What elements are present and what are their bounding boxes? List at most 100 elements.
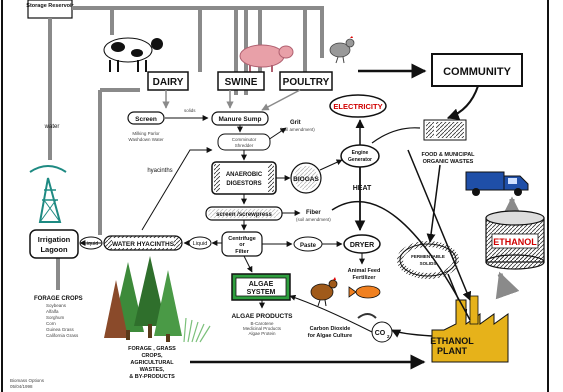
shredder-label: Shredder <box>235 143 254 148</box>
screen-label: Screen <box>135 116 157 123</box>
manure-sump-label: Manure Sump <box>219 116 262 123</box>
waste-to-fermentable-arrow <box>426 164 441 243</box>
anaerobic-label: ANAEROBIC <box>226 172 263 178</box>
comminutor-label: Comminutor <box>232 137 257 142</box>
forage-crop-2: Sorghum <box>46 315 65 320</box>
forage-crops-title: FORAGE CROPS <box>34 296 83 302</box>
paste-label: Paste <box>300 243 317 249</box>
storage-reservoir-label: Storage Reservoir <box>26 3 74 9</box>
fiber-to-plant-line <box>331 200 471 321</box>
algae-products-title: ALGAE PRODUCTS <box>231 313 293 320</box>
screen-node: Screen <box>127 111 165 125</box>
electricity-label: ELECTRICITY <box>333 102 382 111</box>
biogas-to-generator-arrow <box>319 159 343 171</box>
screw-press-label: screen /screwpress <box>216 212 272 218</box>
ethanol-plant-icon: ETHANOL PLANT <box>430 295 509 363</box>
swine-label: SWINE <box>225 77 258 88</box>
forage-crop-4: Guinea Grass <box>46 327 75 332</box>
poultry-box: POULTRY <box>279 71 333 91</box>
plant-to-co2-arrow <box>391 329 433 338</box>
fish-icon <box>348 285 381 299</box>
forage-grass-line-2: CROPS, <box>141 353 163 359</box>
dairy-box: DAIRY <box>147 71 189 91</box>
liquid-right-label: Liquid <box>193 241 208 247</box>
poultry-down-arrow <box>261 89 301 111</box>
water-hyacinths-node: WATER HYACINTHS <box>103 235 183 251</box>
grit-soil-label: (soil amendment) <box>280 127 315 132</box>
biogas-label: BIOGAS <box>293 176 319 183</box>
algae-system-node: ALGAE SYSTEM <box>231 273 291 301</box>
fermentable-solids-node: FERMENTABLE SOLIDS <box>397 241 459 279</box>
fiber-soil-label: (soil amendment) <box>296 217 331 222</box>
waste-to-generator-line <box>371 127 421 144</box>
shrimp-icon <box>357 313 377 319</box>
forage-grass-block: FORAGE , GRASS CROPS, AGRICULTURAL WASTE… <box>128 346 176 380</box>
centrifuge-to-algae-arrow <box>243 255 253 273</box>
centrifuge-filter-label: Filter <box>235 249 249 255</box>
forage-crop-3: Corn <box>46 321 56 326</box>
swine-box: SWINE <box>217 71 265 91</box>
algae-products-block: ALGAE PRODUCTS B-Carotene Medicinal Prod… <box>231 313 293 336</box>
screw-press-node: screen /screwpress <box>205 206 283 221</box>
to-grit-arrow <box>267 127 287 141</box>
manure-sump-node: Manure Sump <box>211 111 269 126</box>
animal-feed-label: Animal Feed <box>348 268 381 274</box>
water-hyacinths-label: WATER HYACINTHS <box>112 241 175 248</box>
biogas-node: BIOGAS <box>290 162 322 194</box>
footer-line-2: 05/04/1998 <box>10 384 33 389</box>
liquid-right-node: Liquid <box>188 236 212 250</box>
ethanol-tank-icon: ETHANOL <box>485 210 545 270</box>
forage-crop-0: Soybeans <box>46 303 67 308</box>
organic-wastes-label: ORGANIC WASTES <box>423 159 474 165</box>
irrigation-lagoon-node: Irrigation Lagoon <box>29 229 79 259</box>
hyacinths-arrow <box>141 147 213 231</box>
forage-crop-5: California Grass <box>46 333 79 338</box>
plant-to-tank-arrow <box>495 271 520 300</box>
co2-to-algae-arrow <box>289 294 373 333</box>
lagoon-label: Lagoon <box>40 245 67 254</box>
storage-reservoir: Storage Reservoir <box>26 0 75 19</box>
heat-label: HEAT <box>353 185 372 192</box>
co2-subscript: 2 <box>387 334 390 339</box>
ethanol-plant-label-2: PLANT <box>437 346 467 356</box>
centrifuge-or-label: or <box>239 242 245 248</box>
footer-line-1: Biomass Options <box>10 378 45 383</box>
forage-grass-line-4: WASTES, <box>140 367 165 373</box>
irrigation-label: Irrigation <box>38 235 71 244</box>
centrifuge-node: Centrifuge or Filter <box>221 231 263 257</box>
dairy-label: DAIRY <box>153 77 184 88</box>
grit-label: Grit <box>290 120 301 126</box>
fertilizer-label: Fertilizer <box>353 275 377 281</box>
comminutor-node: Comminutor Shredder <box>217 133 271 151</box>
ethanol-plant-label-1: ETHANOL <box>430 336 474 346</box>
engine-label: Engine <box>352 150 369 156</box>
cow-icon <box>103 37 163 72</box>
truck-icon <box>465 171 529 196</box>
forage-grass-line-1: FORAGE , GRASS <box>128 346 176 352</box>
poultry-label: POULTRY <box>283 77 330 88</box>
fermentable-solids-label: SOLIDS <box>420 261 437 266</box>
water-label: water <box>44 124 60 130</box>
carbon-dioxide-label: Carbon Dioxide <box>310 326 351 332</box>
forage-grass-line-5: & BY-PRODUCTS <box>129 374 175 380</box>
ethanol-tank-label: ETHANOL <box>493 237 537 247</box>
algae-system-label: SYSTEM <box>247 289 276 296</box>
engine-generator-node: Engine Generator <box>340 144 380 168</box>
solids-label: solids <box>184 108 196 113</box>
hyacinths-label: hyacinths <box>147 168 172 174</box>
anaerobic-digestors-node: ANAEROBIC DIGESTORS <box>211 161 277 195</box>
community-box: COMMUNITY <box>431 53 523 87</box>
forage-crops-block: FORAGE CROPS Soybeans Alfalfa Sorghum Co… <box>34 296 83 338</box>
paste-node: Paste <box>293 236 323 252</box>
algae-product-1: Medicinal Products <box>243 326 282 331</box>
liquid-left-label: Liquid <box>84 241 99 247</box>
algae-culture-label: for Algae Culture <box>308 333 352 339</box>
generator-label: Generator <box>348 157 372 163</box>
algae-label: ALGAE <box>249 281 274 288</box>
co2-node: CO 2 <box>371 321 393 343</box>
chicken-icon <box>329 36 355 64</box>
community-label: COMMUNITY <box>443 66 511 78</box>
dryer-label: DRYER <box>350 242 374 249</box>
forage-grass-line-3: AGRICULTURAL <box>130 360 174 366</box>
